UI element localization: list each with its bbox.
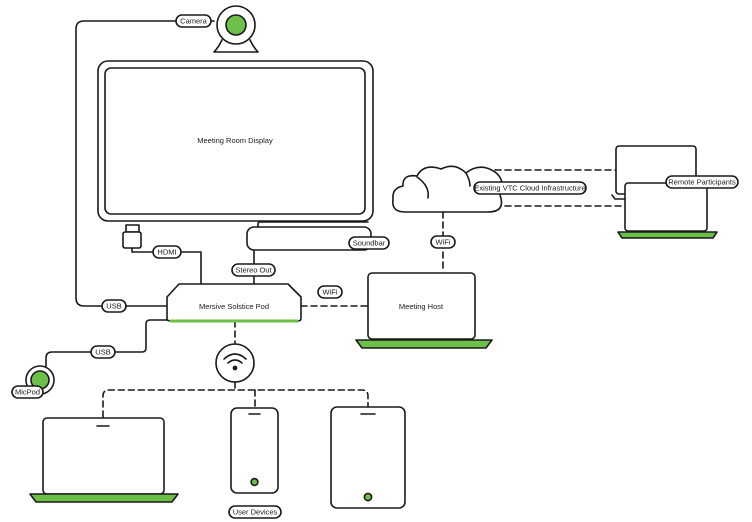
remote-participants-laptops-icon <box>611 145 718 239</box>
micpod-label: MicPod <box>15 387 40 396</box>
wifi-pod-label-pill <box>317 285 343 299</box>
wifi-host-label: WiFi <box>436 237 451 246</box>
user-devices-label: User Devices <box>233 507 278 516</box>
cloud-label-pill <box>473 181 587 195</box>
cloud-label: Existing VTC Cloud Infrastructure <box>474 183 585 192</box>
user-laptop-icon <box>29 417 179 503</box>
meeting-host-label: Meeting Host <box>399 302 444 311</box>
hdmi-label: HDMI <box>157 247 176 256</box>
user-devices-wifi-link <box>102 381 369 418</box>
camera-usb-cable <box>75 20 215 307</box>
camera-label-pill <box>175 14 212 28</box>
usb-top-label: USB <box>106 301 121 310</box>
micpod-usb-cable <box>45 319 168 369</box>
soundbar-label: Soundbar <box>353 238 386 247</box>
meeting-room-display-icon <box>97 60 374 222</box>
stereo-out-label: Stereo Out <box>235 265 272 274</box>
remote-participants-label: Remote Participants <box>668 177 736 186</box>
user-tablet-icon <box>330 406 406 509</box>
wifi-pod-label: WiFi <box>323 287 338 296</box>
soundbar-label-pill <box>348 236 390 250</box>
stereo-out-label-pill <box>231 263 276 277</box>
micpod-label-pill <box>11 385 44 399</box>
camera-icon <box>213 5 259 53</box>
usb-micpod-label: USB <box>95 347 110 356</box>
remote-participants-label-pill <box>665 175 739 189</box>
meeting-room-display-label: Meeting Room Display <box>197 136 273 145</box>
usb-top-label-pill <box>101 299 127 313</box>
camera-label: Camera <box>180 16 208 25</box>
meeting-host-laptop-icon <box>355 272 493 349</box>
hdmi-connector-icon <box>122 224 142 249</box>
pod-label: Mersive Solstice Pod <box>199 302 269 311</box>
usb-micpod-label-pill <box>90 345 116 359</box>
wifi-icon <box>215 343 255 383</box>
wifi-host-label-pill <box>430 235 456 249</box>
solstice-pod-icon <box>166 283 302 323</box>
hdmi-label-pill <box>152 245 182 259</box>
user-devices-label-pill <box>228 505 282 519</box>
user-phone-icon <box>230 407 279 494</box>
